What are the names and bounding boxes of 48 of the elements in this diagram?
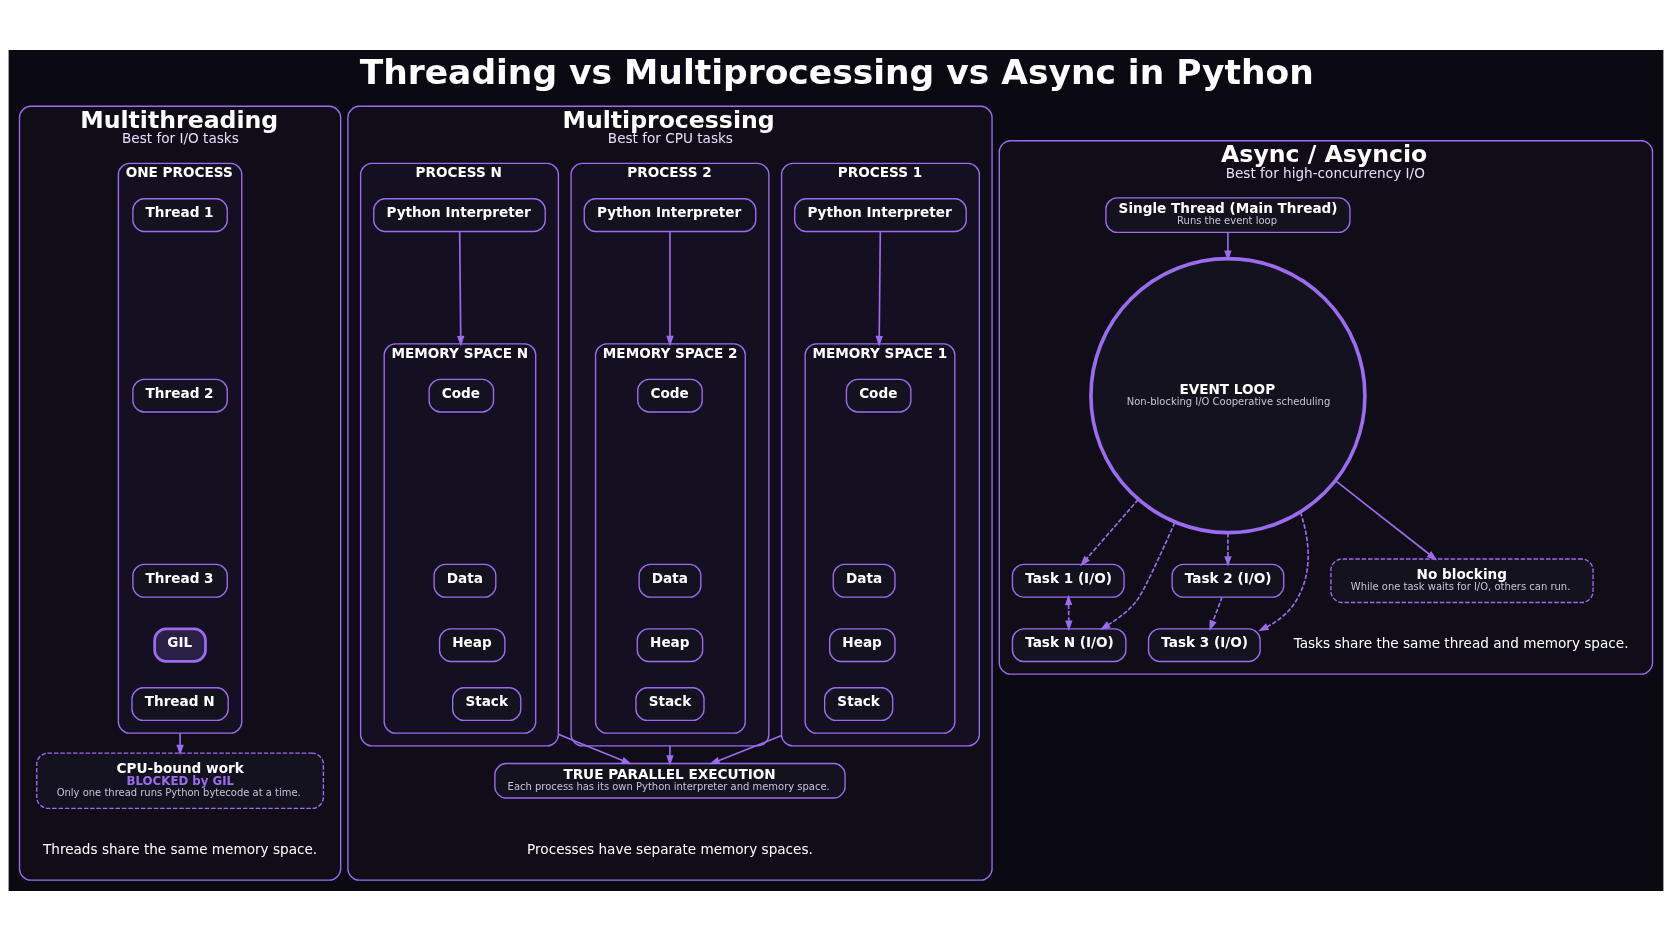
node-box: CPU-bound work BLOCKED by GIL Only one thread runs Python bytecode at a time. [36,752,325,810]
label: Processes have separate memory spaces. [527,841,813,858]
label: Tasks share the same thread and memory space. [1293,635,1629,652]
node-box: Task 1 (I/O) [1011,563,1125,598]
arrow [1258,511,1309,632]
node-box: Thread 2 [132,378,228,413]
arrow [1224,532,1232,567]
node-box: Thread N [131,687,229,722]
node-box: No blocking While one task waits for I/O, others can run. [1330,558,1594,604]
node-box: Heap [828,628,896,663]
node-box: Python Interpreter [794,198,967,233]
node-box: Data [638,563,702,598]
node-box: Heap [438,628,506,663]
arrow [709,734,783,765]
node-box: Stack [452,687,522,722]
node-box: Code [845,378,912,413]
node-box: Heap [636,628,704,663]
node-box: Python Interpreter [583,198,757,233]
arrow [1209,596,1223,631]
node-box: Task 3 (I/O) [1147,628,1261,663]
arrow [457,230,465,347]
node-box: Code [428,378,495,413]
node-box: Task 2 (I/O) [1171,563,1285,598]
node-box: TRUE PARALLEL EXECUTION Each process has its own Python interpreter and memory space. [494,762,846,799]
node-box: Single Thread (Main Thread) Runs the event loop [1105,197,1351,234]
node-box: Thread 3 [132,563,228,598]
node-box: Stack [824,687,894,722]
arrow [1080,498,1140,567]
node-box: Data [433,563,497,598]
node-box: Stack [635,687,705,722]
arrow [1334,479,1438,561]
arrow [176,732,184,756]
node-circle: EVENT LOOP Non-blocking I/O Cooperative scheduling [1089,256,1367,535]
node-box: Task N (I/O) [1011,628,1127,663]
arrow [557,733,632,765]
arrow [875,230,883,347]
label: Threads share the same memory space. [42,841,318,858]
arrow [1064,594,1073,631]
arrow [666,745,674,766]
arrow [666,230,674,347]
arrow [1224,231,1232,262]
node-box: Thread 1 [132,198,228,233]
arrow [1099,521,1176,630]
node-box: Code [637,378,703,413]
node-box: GIL [153,627,207,663]
node-box: Python Interpreter [373,198,546,233]
node-box: Data [832,563,896,598]
diagram-title: Threading vs Multiprocessing vs Async in Python [359,51,1314,92]
